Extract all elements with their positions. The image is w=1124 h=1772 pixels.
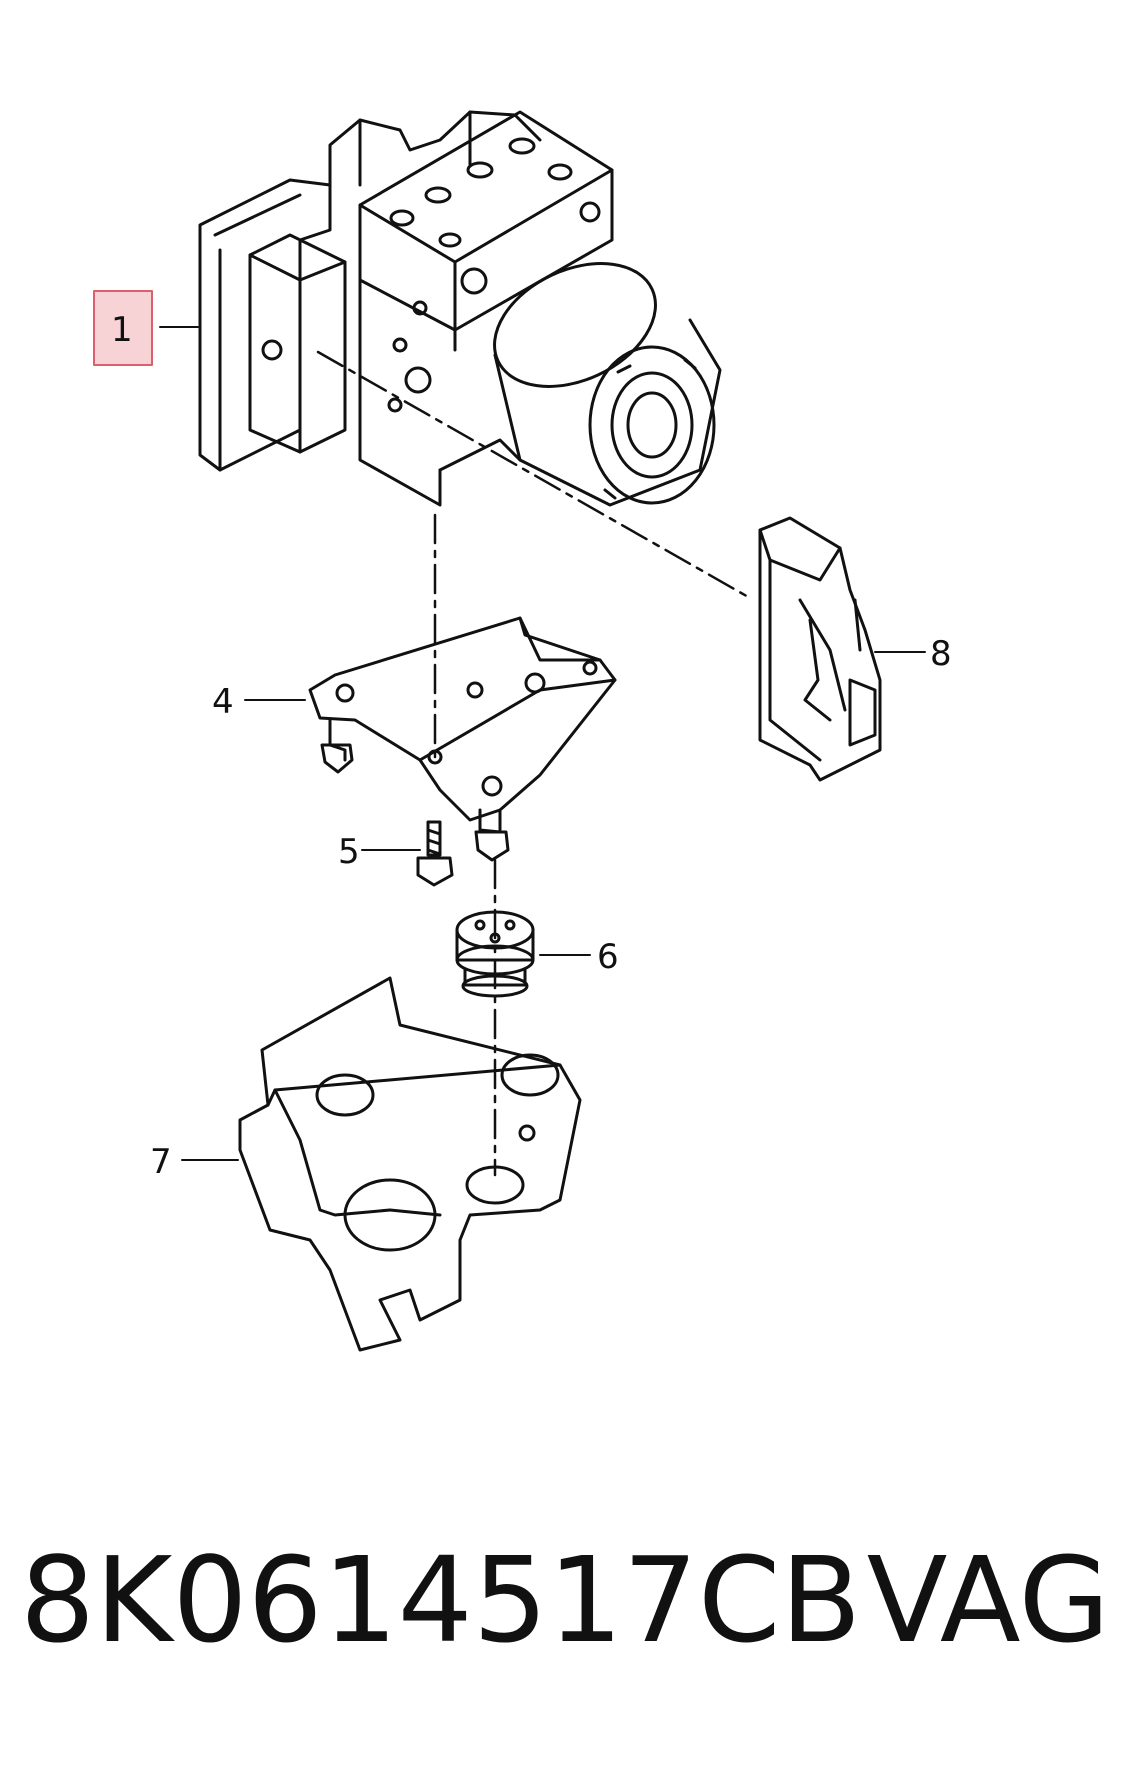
callout-1-highlight (93, 290, 153, 366)
callout-1: 1 (111, 310, 133, 350)
brand-name: VAG (866, 1531, 1110, 1669)
callout-8: 8 (930, 634, 952, 674)
part-4-bracket (308, 616, 617, 862)
abs-hydraulic-unit (198, 110, 722, 507)
part-number: 8K0614517CB (20, 1531, 862, 1669)
callout-7: 7 (150, 1142, 172, 1182)
part-caption: 8K0614517CB VAG (20, 1530, 1110, 1670)
part-8-clip (758, 516, 882, 782)
exploded-parts-diagram: 1 4 5 6 7 8 (93, 110, 952, 1352)
callout-6: 6 (597, 937, 619, 977)
leader-lines (159, 326, 926, 1161)
callout-5: 5 (338, 832, 360, 872)
assembly-axes (316, 350, 752, 1177)
callout-4: 4 (212, 682, 234, 722)
part-7-base-bracket (238, 976, 582, 1352)
part-5-bolt (416, 820, 454, 887)
